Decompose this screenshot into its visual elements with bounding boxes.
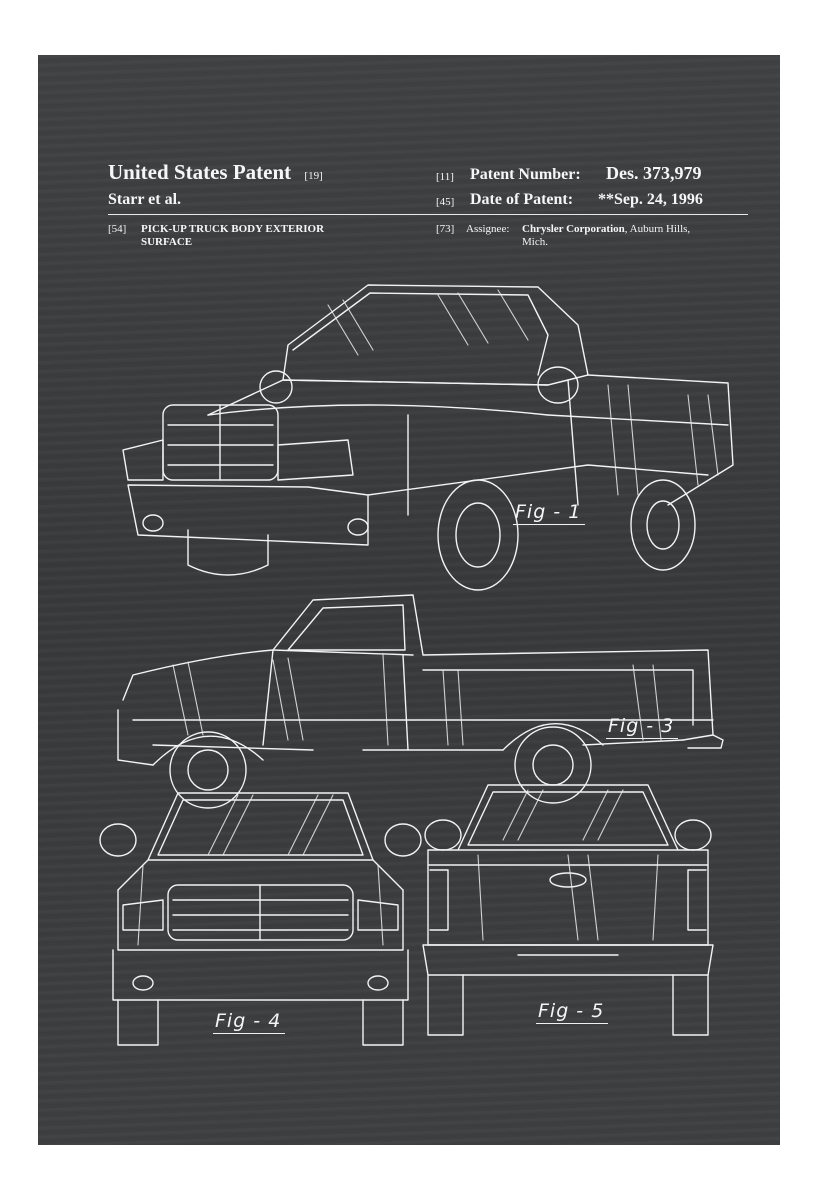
figure-3-side-drawing: [113, 570, 713, 810]
subject-line-1: PICK-UP TRUCK BODY EXTERIOR: [141, 223, 324, 235]
patent-title: United States Patent [19]: [108, 160, 323, 185]
assignee-location-2: Mich.: [522, 236, 548, 248]
figure-3-label: Fig - 3: [606, 715, 678, 739]
figure-1-label: Fig - 1: [513, 501, 585, 525]
chalkboard-poster: United States Patent [19] Starr et al. […: [38, 55, 780, 1145]
patent-number: Des. 373,979: [606, 163, 702, 184]
assignee-location: , Auburn Hills,: [625, 223, 690, 235]
header-divider: [108, 214, 748, 215]
subject-line-2: SURFACE: [141, 236, 192, 248]
date-label: Date of Patent:: [470, 191, 573, 209]
date-ref: [45]: [436, 196, 454, 208]
number-ref: [11]: [436, 171, 454, 183]
patent-date: **Sep. 24, 1996: [598, 191, 703, 209]
figure-4-label: Fig - 4: [213, 1010, 285, 1034]
figure-5-label: Fig - 5: [536, 1000, 608, 1024]
assignee-label: Assignee:: [466, 223, 509, 235]
assignee-company: Chrysler Corporation: [522, 223, 625, 235]
figure-4-front-drawing: [98, 785, 418, 1035]
assignee-ref: [73]: [436, 223, 454, 235]
figure-1-perspective-drawing: [108, 265, 708, 565]
patent-number-label: Patent Number:: [470, 166, 581, 184]
subject-ref: [54]: [108, 223, 126, 235]
title-ref: [19]: [304, 170, 322, 182]
assignee: Chrysler Corporation, Auburn Hills,: [522, 223, 690, 235]
inventors: Starr et al.: [108, 191, 181, 209]
